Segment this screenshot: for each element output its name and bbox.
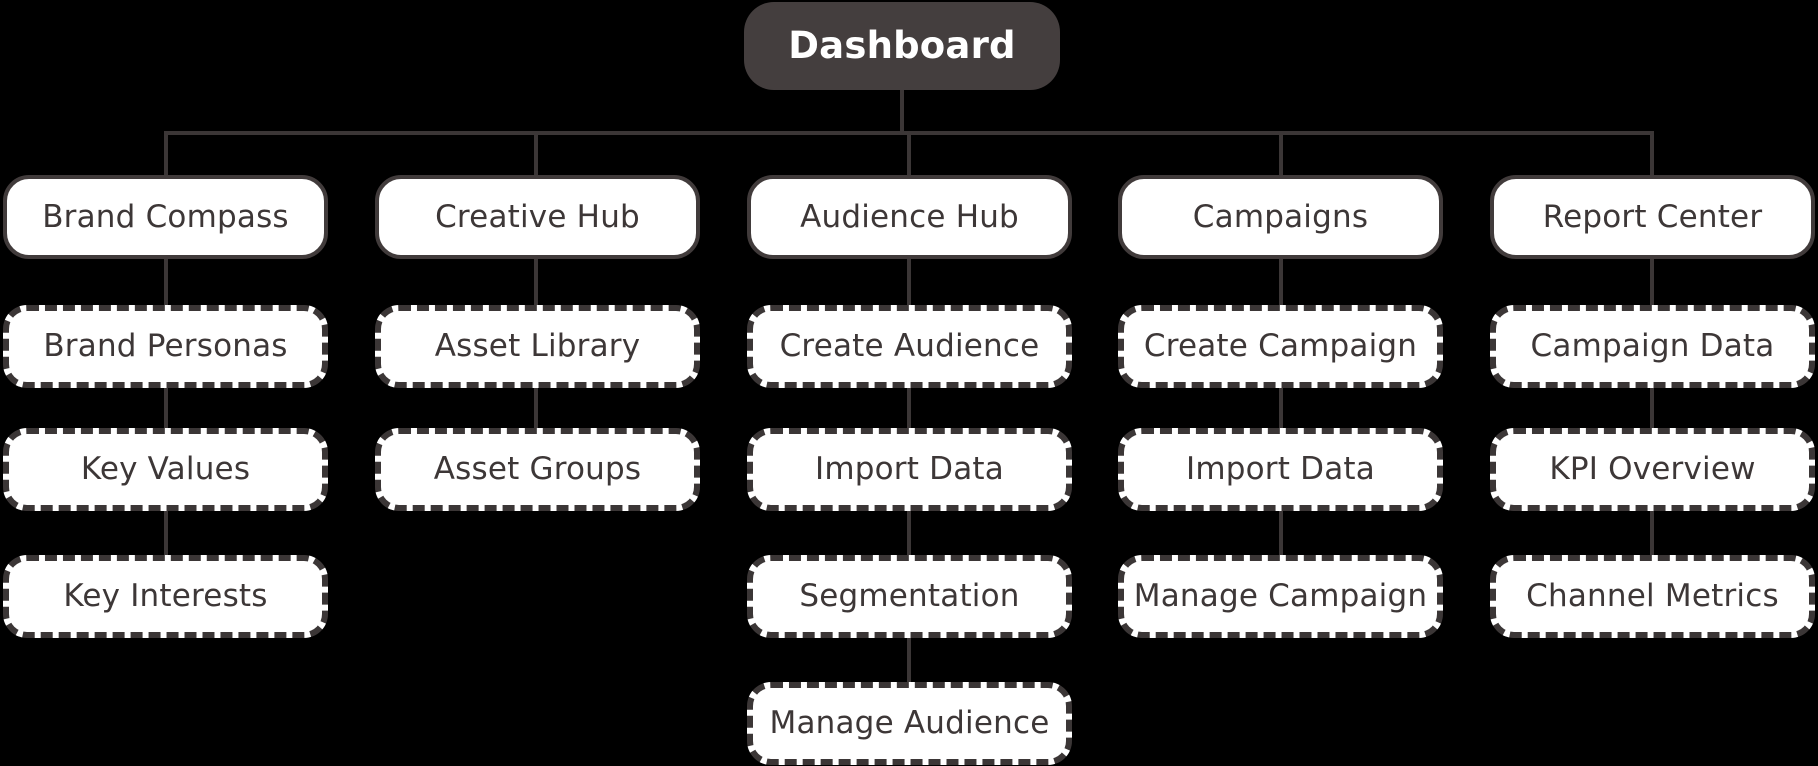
node-audience-hub-label: Audience Hub <box>800 198 1019 235</box>
node-brand-compass-label: Brand Compass <box>42 198 289 235</box>
node-brand-personas-label: Brand Personas <box>43 328 288 365</box>
node-campaigns-label: Campaigns <box>1192 198 1369 235</box>
node-manage-audience-label: Manage Audience <box>769 705 1050 742</box>
node-asset-library[interactable]: Asset Library <box>375 305 700 388</box>
node-import-data-campaigns-label: Import Data <box>1186 451 1375 488</box>
node-brand-personas[interactable]: Brand Personas <box>3 305 328 388</box>
node-segmentation-label: Segmentation <box>799 578 1020 615</box>
node-campaign-data-label: Campaign Data <box>1530 328 1775 365</box>
node-manage-campaign-label: Manage Campaign <box>1133 578 1428 615</box>
node-asset-groups-label: Asset Groups <box>433 451 642 488</box>
node-asset-library-label: Asset Library <box>434 328 641 365</box>
node-campaign-data[interactable]: Campaign Data <box>1490 305 1815 388</box>
node-key-interests-label: Key Interests <box>63 578 268 615</box>
node-manage-campaign[interactable]: Manage Campaign <box>1118 555 1443 638</box>
node-campaigns[interactable]: Campaigns <box>1118 175 1443 259</box>
node-import-data-audience-label: Import Data <box>815 451 1004 488</box>
connector-column-creative-hub <box>534 131 538 448</box>
node-key-values-label: Key Values <box>80 451 251 488</box>
node-dashboard-label: Dashboard <box>788 23 1016 67</box>
node-create-campaign-label: Create Campaign <box>1143 328 1418 365</box>
node-create-campaign[interactable]: Create Campaign <box>1118 305 1443 388</box>
node-kpi-overview[interactable]: KPI Overview <box>1490 428 1815 511</box>
node-audience-hub[interactable]: Audience Hub <box>747 175 1072 259</box>
node-key-interests[interactable]: Key Interests <box>3 555 328 638</box>
node-kpi-overview-label: KPI Overview <box>1549 451 1756 488</box>
node-channel-metrics[interactable]: Channel Metrics <box>1490 555 1815 638</box>
node-import-data-campaigns[interactable]: Import Data <box>1118 428 1443 511</box>
node-segmentation[interactable]: Segmentation <box>747 555 1072 638</box>
node-create-audience-label: Create Audience <box>779 328 1040 365</box>
node-dashboard[interactable]: Dashboard <box>744 2 1060 90</box>
node-create-audience[interactable]: Create Audience <box>747 305 1072 388</box>
node-creative-hub[interactable]: Creative Hub <box>375 175 700 259</box>
node-creative-hub-label: Creative Hub <box>435 198 640 235</box>
node-key-values[interactable]: Key Values <box>3 428 328 511</box>
connector-column-audience-hub <box>907 131 911 702</box>
node-asset-groups[interactable]: Asset Groups <box>375 428 700 511</box>
node-channel-metrics-label: Channel Metrics <box>1526 578 1779 615</box>
connector-root-stub <box>900 88 904 135</box>
node-import-data-audience[interactable]: Import Data <box>747 428 1072 511</box>
node-manage-audience[interactable]: Manage Audience <box>747 682 1072 765</box>
node-report-center[interactable]: Report Center <box>1490 175 1815 259</box>
node-brand-compass[interactable]: Brand Compass <box>3 175 328 259</box>
node-report-center-label: Report Center <box>1542 198 1763 235</box>
